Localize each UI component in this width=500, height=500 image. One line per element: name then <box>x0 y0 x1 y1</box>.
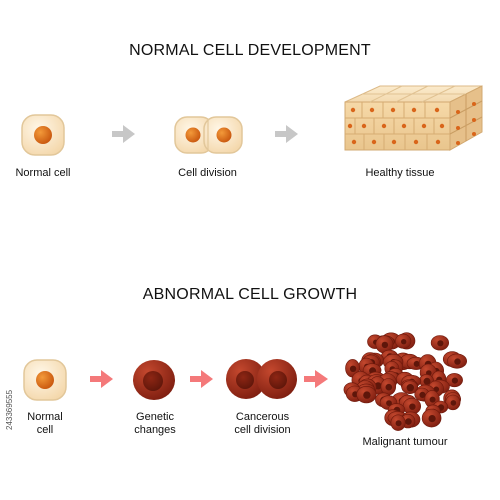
cancerous-division-icon <box>226 359 297 399</box>
arrow-icon <box>112 125 135 143</box>
arrow-icon <box>275 125 298 143</box>
arrow-icon <box>90 370 113 388</box>
abnormal-section-title: ABNORMAL CELL GROWTH <box>142 286 358 303</box>
tumour-icon <box>343 332 467 431</box>
cell-division-label: Cell division <box>178 167 237 179</box>
normal-section-title: NORMAL CELL DEVELOPMENT <box>129 42 371 59</box>
mutated-cell-icon <box>133 360 175 400</box>
cell-division-icon <box>174 116 243 154</box>
genetic-changes-label: Genetic changes <box>134 411 176 436</box>
healthy-tissue-label: Healthy tissue <box>365 167 435 179</box>
healthy-tissue-icon <box>344 85 483 151</box>
cancerous-division-label: Cancerous cell division <box>234 411 291 436</box>
malignant-tumour-label: Malignant tumour <box>362 436 448 448</box>
normal-cell-icon <box>21 114 65 156</box>
arrow-icon <box>304 370 328 388</box>
stock-id-text: 243369555 <box>5 389 14 430</box>
abnormal-normal-cell-label: Normal cell <box>27 411 63 436</box>
arrow-icon <box>190 370 213 388</box>
normal-cell-label: Normal cell <box>15 167 71 179</box>
normal-cell-icon <box>23 359 67 401</box>
